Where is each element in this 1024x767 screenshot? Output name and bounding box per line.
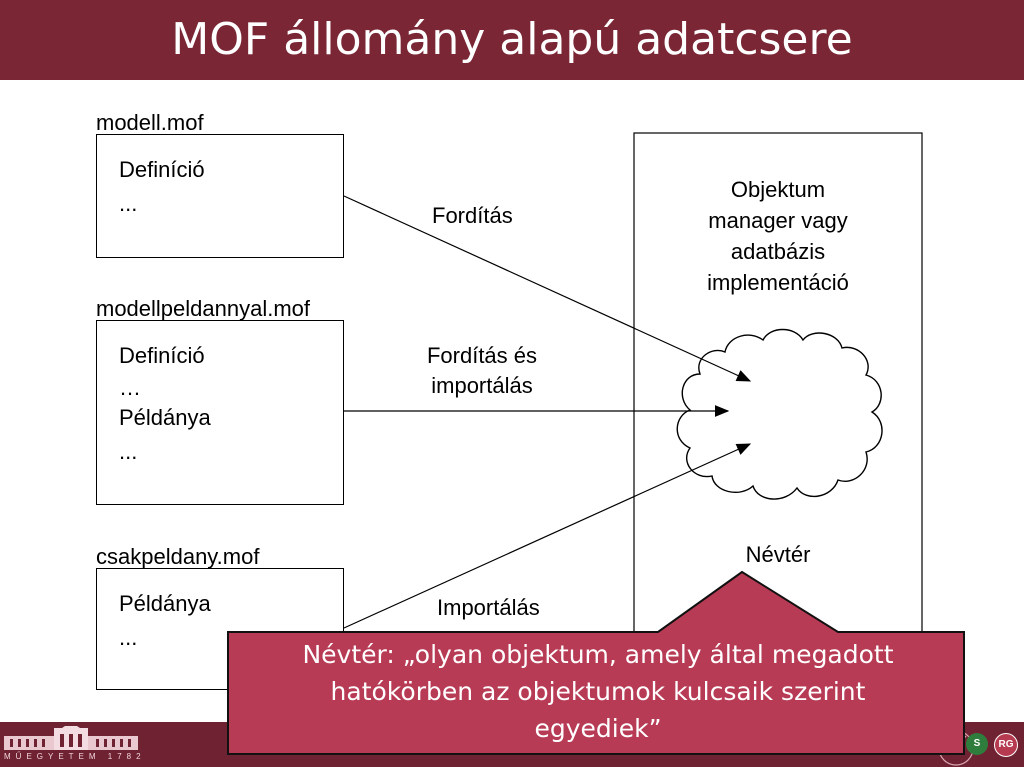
university-text: MŰEGYETEM 1782 [4, 752, 146, 761]
arrow-label-compile-import-line1: Fordítás és [426, 343, 538, 368]
title-bar [0, 0, 1024, 80]
repository-line: adatbázis [730, 239, 826, 264]
repository-line: Objektum [730, 177, 826, 202]
callout-line: Névtér: „olyan objektum, amely által meg… [302, 640, 894, 669]
file-box-modellpeldannyal: Definíció … Példánya ... [96, 320, 344, 505]
file-line: ... [119, 625, 138, 650]
callout-line: egyediek” [534, 714, 662, 743]
callout-text: Névtér: „olyan objektum, amely által meg… [232, 636, 964, 747]
slide-title: MOF állomány alapú adatcsere [171, 14, 853, 65]
file-line: Példánya [119, 405, 211, 430]
file-line: … [119, 375, 141, 400]
rg-logo-badge: RG [994, 733, 1018, 757]
file-box-modell: Definíció ... [96, 134, 344, 258]
file-line: ... [119, 191, 138, 216]
file-line: Definíció [119, 157, 205, 182]
file-label-modellpeldannyal: modellpeldannyal.mof [96, 296, 311, 321]
file-line: Definíció [119, 343, 205, 368]
arrow-compile [343, 195, 752, 382]
namespace-label: Névtér [745, 542, 811, 567]
university-building-logo [4, 726, 138, 750]
arrow-import [343, 443, 752, 629]
repository-line: manager vagy [708, 208, 848, 233]
arrow-label-import: Importálás [437, 595, 540, 620]
s-logo-badge: S [966, 733, 988, 755]
file-line: Példánya [119, 591, 211, 616]
file-label-modell: modell.mof [96, 110, 204, 135]
file-label-csakpeldany: csakpeldany.mof [96, 544, 260, 569]
arrow-label-compile: Fordítás [432, 203, 513, 228]
namespace-cloud-shape [676, 328, 883, 500]
file-line: ... [119, 439, 138, 464]
callout-line: hatókörben az objektumok kulcsaik szerin… [330, 677, 866, 706]
repository-line: implementáció [707, 270, 849, 295]
arrow-label-compile-import-line2: importálás [431, 373, 533, 398]
